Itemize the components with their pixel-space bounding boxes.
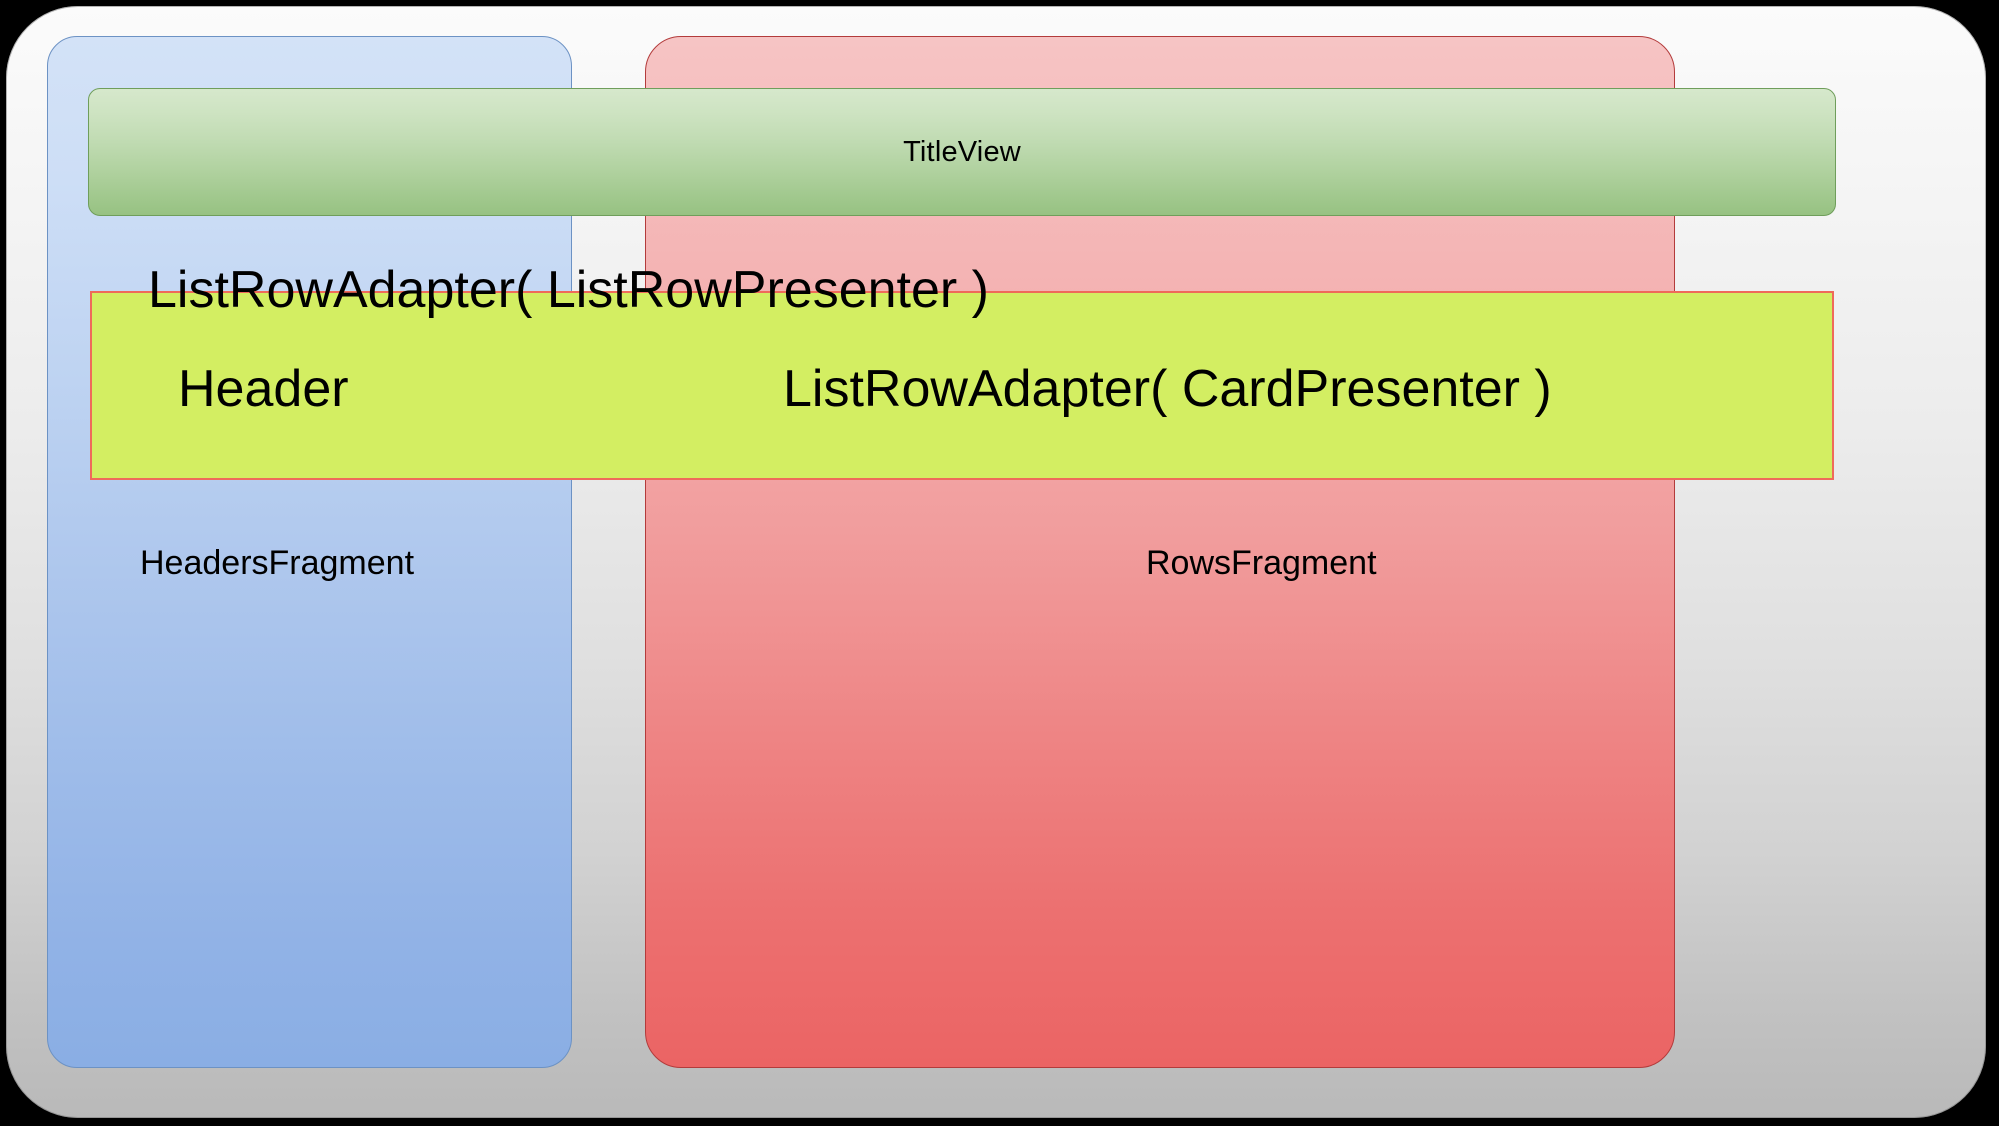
header-label: Header [178,360,349,418]
headers-fragment-label: HeadersFragment [140,544,415,582]
title-view-label: TitleView [903,135,1021,168]
list-row-adapter-cardpresenter-label: ListRowAdapter( CardPresenter ) [783,360,1552,418]
rows-fragment-label: RowsFragment [1146,544,1377,582]
title-view-bar[interactable]: TitleView [88,88,1836,216]
list-row-block[interactable] [90,291,1834,480]
list-row-adapter-listrowpresenter-label: ListRowAdapter( ListRowPresenter ) [148,261,989,319]
